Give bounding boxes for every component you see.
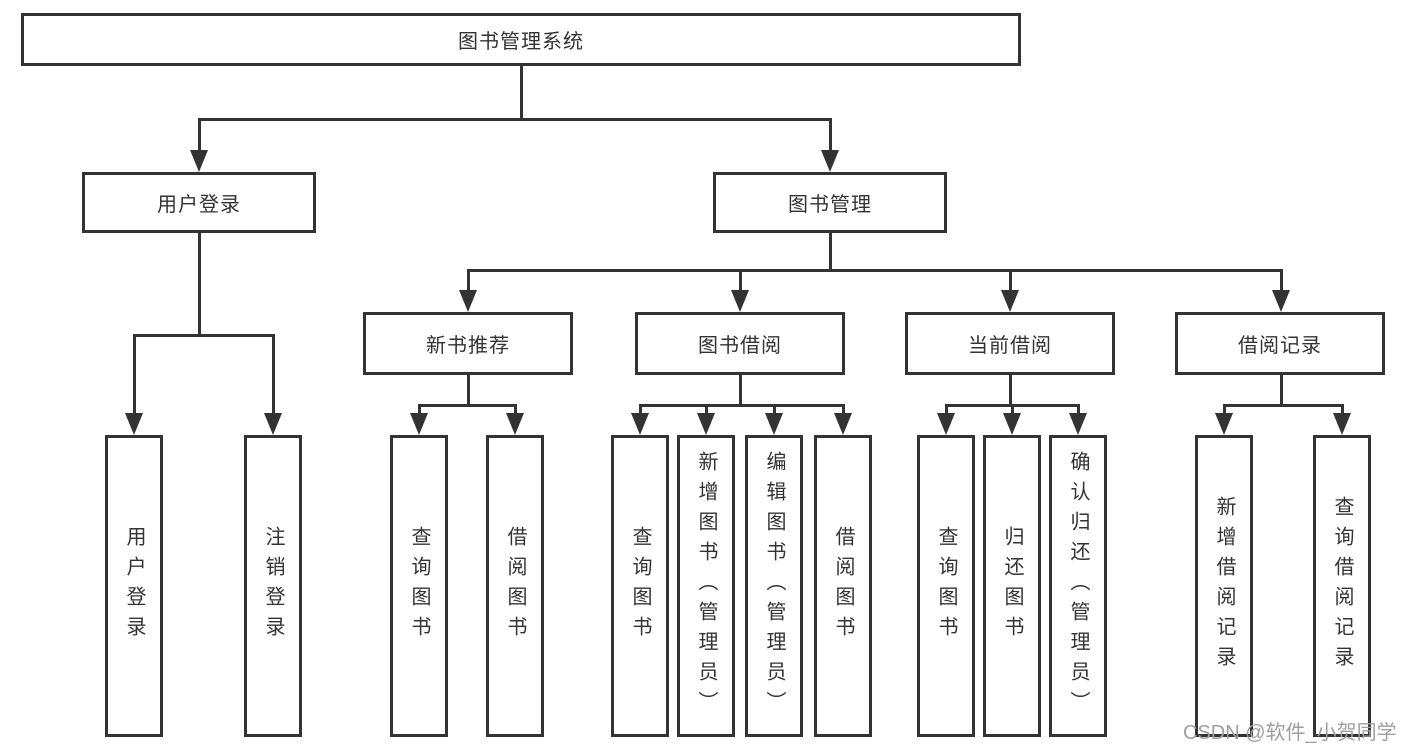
leaf-borrowing-query-books: 查询图书 — [611, 435, 669, 737]
node-user-login: 用户登录 — [82, 172, 316, 233]
connector — [1077, 404, 1080, 417]
leaf-current-return-books: 归还图书 — [983, 435, 1041, 737]
leaf-current-confirm-return-admin: 确认归还（管理员） — [1049, 435, 1107, 737]
leaf-borrowing-add-books-admin: 新增图书（管理员） — [677, 435, 735, 737]
connector — [829, 118, 832, 154]
connector — [739, 375, 742, 406]
connector — [842, 404, 845, 417]
node-current-borrowing: 当前借阅 — [905, 312, 1115, 375]
connector — [773, 404, 776, 417]
watermark: CSDN @软件_小贺同学 — [1183, 722, 1397, 744]
connector — [1341, 404, 1344, 417]
connector — [1223, 404, 1344, 407]
connector — [133, 334, 136, 417]
leaf-current-query-books: 查询图书 — [917, 435, 975, 737]
arrowhead-down — [1001, 290, 1019, 312]
arrowhead-down — [1069, 413, 1087, 435]
arrowhead-down — [1272, 290, 1290, 312]
connector — [639, 404, 845, 407]
arrowhead-down — [697, 413, 715, 435]
connector — [418, 404, 421, 417]
connector — [520, 66, 523, 120]
connector — [1009, 269, 1012, 293]
arrowhead-down — [264, 413, 282, 435]
leaf-logout-login: 注销登录 — [244, 435, 302, 737]
node-book-management: 图书管理 — [713, 172, 947, 233]
connector — [1280, 269, 1283, 293]
arrowhead-down — [834, 413, 852, 435]
connector — [198, 118, 832, 121]
arrowhead-down — [937, 413, 955, 435]
connector — [418, 404, 517, 407]
connector — [945, 404, 948, 417]
connector — [272, 334, 275, 417]
arrowhead-down — [410, 413, 428, 435]
arrowhead-down — [1333, 413, 1351, 435]
leaf-records-add-borrow-record: 新增借阅记录 — [1195, 435, 1253, 737]
connector — [1009, 375, 1012, 406]
arrowhead-down — [821, 150, 839, 172]
connector — [467, 269, 470, 293]
arrowhead-down — [731, 290, 749, 312]
node-library-management-system: 图书管理系统 — [21, 13, 1021, 66]
connector — [467, 375, 470, 406]
node-new-book-recommendation: 新书推荐 — [363, 312, 573, 375]
connector — [198, 233, 201, 337]
connector — [1280, 375, 1283, 406]
node-borrowing-records: 借阅记录 — [1175, 312, 1385, 375]
connector — [133, 334, 275, 337]
arrowhead-down — [459, 290, 477, 312]
connector — [467, 269, 1283, 272]
leaf-borrowing-edit-books-admin: 编辑图书（管理员） — [745, 435, 803, 737]
connector — [739, 269, 742, 293]
arrowhead-down — [631, 413, 649, 435]
arrowhead-down — [1003, 413, 1021, 435]
leaf-newbook-borrow-books: 借阅图书 — [486, 435, 544, 737]
connector — [1223, 404, 1226, 417]
leaf-borrowing-borrow-books: 借阅图书 — [814, 435, 872, 737]
leaf-newbook-query-books: 查询图书 — [390, 435, 448, 737]
connector — [1011, 404, 1014, 417]
leaf-records-query-borrow-record: 查询借阅记录 — [1313, 435, 1371, 737]
connector — [829, 233, 832, 272]
connector — [705, 404, 708, 417]
connector — [514, 404, 517, 417]
arrowhead-down — [1215, 413, 1233, 435]
arrowhead-down — [765, 413, 783, 435]
node-book-borrowing: 图书借阅 — [635, 312, 845, 375]
connector — [639, 404, 642, 417]
arrowhead-down — [506, 413, 524, 435]
leaf-user-login: 用户登录 — [105, 435, 163, 737]
arrowhead-down — [190, 150, 208, 172]
connector — [198, 118, 201, 154]
arrowhead-down — [125, 413, 143, 435]
